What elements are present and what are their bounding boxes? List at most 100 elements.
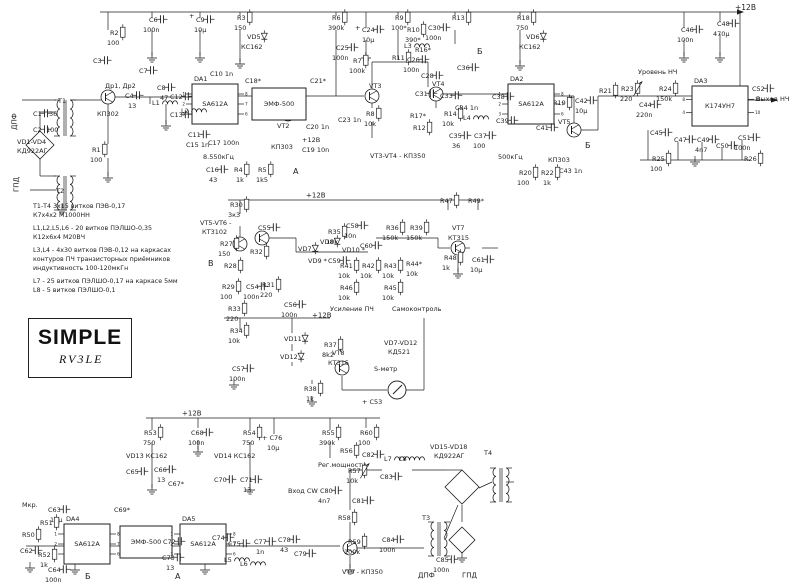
resistor-icon — [405, 11, 411, 23]
component-label: R43 — [384, 262, 397, 270]
component-label: 8.550кГц — [203, 153, 234, 161]
note-line: L7 - 25 витков ПЭЛШО-0,17 на каркасе 5мм — [33, 277, 178, 285]
component-label: VT5 — [558, 118, 571, 126]
ic-ref: DA3 — [694, 77, 707, 85]
inductor-icon — [191, 108, 207, 113]
component-label: C57 — [232, 365, 245, 373]
component-label: 43 — [209, 176, 217, 184]
component-label: ГПД — [462, 571, 478, 579]
resistor-icon — [243, 198, 250, 210]
component-label: C59 — [328, 257, 341, 265]
resistor-icon — [157, 426, 164, 438]
component-label: КП302 — [97, 110, 119, 118]
component-label: C68 — [191, 429, 204, 437]
component-label: R16* — [415, 46, 432, 54]
component-label: Мкр. — [22, 501, 38, 509]
component-label: VD7 — [298, 245, 312, 253]
component-label: КП303 — [548, 156, 570, 164]
resistor-icon — [532, 166, 539, 178]
component-label: + C76 — [262, 434, 282, 442]
component-label: 220 — [620, 95, 632, 103]
component-label: C21* — [310, 77, 327, 85]
component-label: C79 — [294, 550, 307, 558]
ring-mixer-icon — [444, 469, 480, 505]
component-label: ДПФ — [418, 571, 435, 579]
component-label: В — [208, 259, 214, 268]
component-label: C50 — [716, 142, 729, 150]
component-label: R6 — [332, 14, 341, 22]
resistor-icon — [337, 338, 344, 350]
component-label: C61 — [472, 256, 485, 264]
resistor-icon — [51, 548, 58, 560]
component-label: C66 — [154, 466, 167, 474]
note-line: индуктивность 100-120мкГн — [33, 264, 129, 272]
component-label: Самоконтроль — [392, 305, 442, 313]
resistor-icon — [237, 259, 244, 271]
component-label: 47 — [160, 94, 168, 102]
component-label: 100 — [650, 165, 662, 173]
component-label: C77 — [254, 538, 267, 546]
diode-icon — [297, 352, 305, 361]
component-label: 220 — [226, 315, 238, 323]
ic-box-DA3 — [691, 85, 749, 127]
ic-box-DA1 — [191, 83, 239, 125]
resistor-icon — [351, 511, 358, 523]
component-label: 100 — [90, 156, 102, 164]
component-label: R49* — [468, 197, 485, 205]
component-label: R12 — [413, 124, 426, 132]
component-label: C71 — [240, 476, 253, 484]
inductor-icon — [234, 557, 250, 562]
resistor-icon — [672, 82, 679, 94]
component-label: VD9 * — [308, 257, 328, 265]
component-label: 36 — [452, 142, 460, 150]
transistor-icon — [364, 88, 380, 104]
pin-number: 2 — [182, 102, 185, 107]
component-label: 4n7 — [695, 146, 707, 154]
component-label: 10k — [406, 270, 418, 278]
note-line: контуров ПЧ транзисторных приёмников — [33, 255, 171, 263]
component-label: L6 — [240, 560, 248, 568]
component-label: C10 1n — [210, 70, 233, 78]
component-label: 100 — [517, 179, 529, 187]
component-label: C69* — [114, 506, 131, 514]
transistor-icon — [254, 230, 270, 246]
component-label: L7 — [384, 455, 392, 463]
pin-number: 7 — [233, 542, 236, 547]
component-label: 1n — [256, 548, 264, 556]
component-label: C17 100n — [208, 139, 239, 147]
component-label: R30 — [230, 201, 243, 209]
component-label: VD10 * — [342, 246, 366, 254]
inductor-icon — [414, 43, 430, 48]
resistor-icon — [353, 259, 360, 271]
resistor-icon — [397, 281, 404, 293]
component-label: VT9 - КП350 — [342, 568, 383, 576]
component-label: Усиление ПЧ — [330, 305, 374, 313]
component-label: C19 10n — [302, 146, 329, 154]
transistor-icon — [259, 232, 267, 238]
transistor-icon — [433, 94, 441, 100]
component-label: 10k — [364, 120, 376, 128]
component-label: C33 — [440, 92, 453, 100]
note-line: L8 - 5 витков ПЭЛШО-0,1 — [33, 286, 116, 294]
pin-number: 8 — [682, 97, 685, 102]
component-label: VT2 — [277, 122, 290, 130]
component-label: R24 — [659, 85, 672, 93]
component-label: 150k — [656, 95, 672, 103]
component-label: R42 — [362, 262, 375, 270]
ic-box-ЭМФ-500 — [119, 525, 173, 559]
component-label: R52 — [38, 551, 51, 559]
component-label: КД922АГ — [434, 452, 465, 460]
ic-ref: DA1 — [194, 75, 207, 83]
component-label: 10μ — [362, 36, 374, 44]
component-label: R10 — [407, 26, 420, 34]
component-label: 100n — [433, 566, 450, 574]
component-label: VD5 — [247, 33, 261, 41]
component-label: 1k — [306, 395, 314, 403]
component-label: Др1, Др2 — [105, 82, 136, 90]
component-label: C72 — [163, 538, 176, 546]
component-label: 10n — [344, 232, 356, 240]
pin-number: 1 — [182, 92, 185, 97]
component-label: КД922АГ — [17, 147, 48, 155]
component-label: Рег.мощности — [318, 461, 366, 469]
component-label: C20 1n — [306, 123, 329, 131]
